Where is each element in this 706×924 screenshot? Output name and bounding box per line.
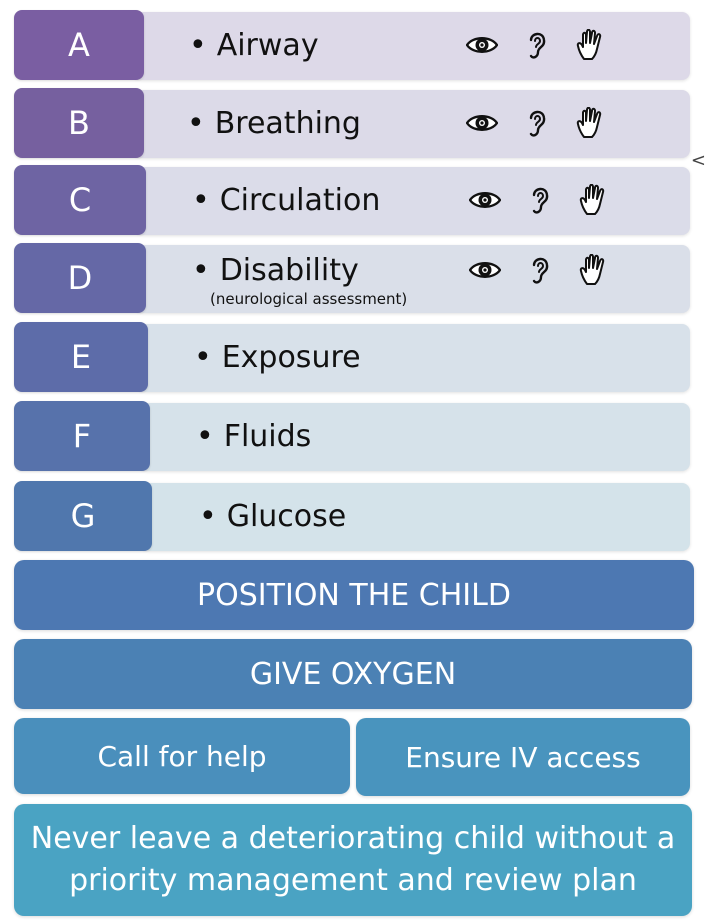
eye-icon <box>466 113 498 133</box>
row-label: Exposure <box>194 322 361 392</box>
ear-icon <box>526 108 548 138</box>
row-label-text: Breathing <box>187 106 361 141</box>
position-child-bar: POSITION THE CHILD <box>14 560 694 630</box>
hand-icon <box>576 107 604 139</box>
eye-icon <box>466 35 498 55</box>
row-label-text: Exposure <box>194 340 361 375</box>
ensure-iv-access-bar: Ensure IV access <box>356 718 690 796</box>
never-leave-bar: Never leave a deteriorating child withou… <box>14 804 692 916</box>
assessment-icons <box>469 165 607 235</box>
row-letter-badge: F <box>14 401 150 471</box>
row-label: Fluids <box>196 401 312 471</box>
never-leave-text: Never leave a deteriorating child withou… <box>30 821 676 898</box>
eye-icon <box>469 190 501 210</box>
row-letter-badge: A <box>14 10 144 80</box>
row-label: Breathing <box>187 88 361 158</box>
row-sublabel-text: (neurological assessment) <box>210 290 408 308</box>
assessment-icons <box>466 10 604 80</box>
ensure-iv-access-text: Ensure IV access <box>405 740 641 774</box>
ear-icon <box>529 185 551 215</box>
abc-row-f: F Fluids <box>14 401 690 471</box>
abc-row-d: D Disability (neurological assessment) <box>14 243 690 313</box>
ear-icon <box>526 30 548 60</box>
position-child-text: POSITION THE CHILD <box>197 577 511 613</box>
abc-row-b: B Breathing <box>14 88 690 158</box>
row-label: Disability (neurological assessment) <box>192 243 407 313</box>
row-letter-badge: G <box>14 481 152 551</box>
assessment-icons <box>469 243 607 297</box>
row-letter-badge: D <box>14 243 146 313</box>
give-oxygen-bar: GIVE OXYGEN <box>14 639 692 709</box>
call-for-help-text: Call for help <box>97 739 267 773</box>
row-label-text: Circulation <box>192 183 381 218</box>
eye-icon <box>469 260 501 280</box>
row-label-text: Fluids <box>196 419 312 454</box>
row-label-text: Glucose <box>199 499 347 534</box>
abc-row-a: A Airway <box>14 10 690 80</box>
row-label-text: Airway <box>189 28 319 63</box>
give-oxygen-text: GIVE OXYGEN <box>249 656 457 692</box>
call-for-help-bar: Call for help <box>14 718 350 794</box>
row-label: Circulation <box>192 165 381 235</box>
row-letter-badge: E <box>14 322 148 392</box>
hand-icon <box>579 184 607 216</box>
ear-icon <box>529 255 551 285</box>
hand-icon <box>579 254 607 286</box>
row-letter-badge: B <box>14 88 144 158</box>
edge-chevron-mark: < <box>690 150 706 171</box>
abc-row-e: E Exposure <box>14 322 690 392</box>
row-label-text: Disability <box>192 253 407 288</box>
assessment-icons <box>466 88 604 158</box>
row-label: Glucose <box>199 481 347 551</box>
row-label: Airway <box>189 10 319 80</box>
abc-row-g: G Glucose <box>14 481 690 551</box>
row-letter-badge: C <box>14 165 146 235</box>
abc-row-c: C Circulation <box>14 165 690 235</box>
hand-icon <box>576 29 604 61</box>
